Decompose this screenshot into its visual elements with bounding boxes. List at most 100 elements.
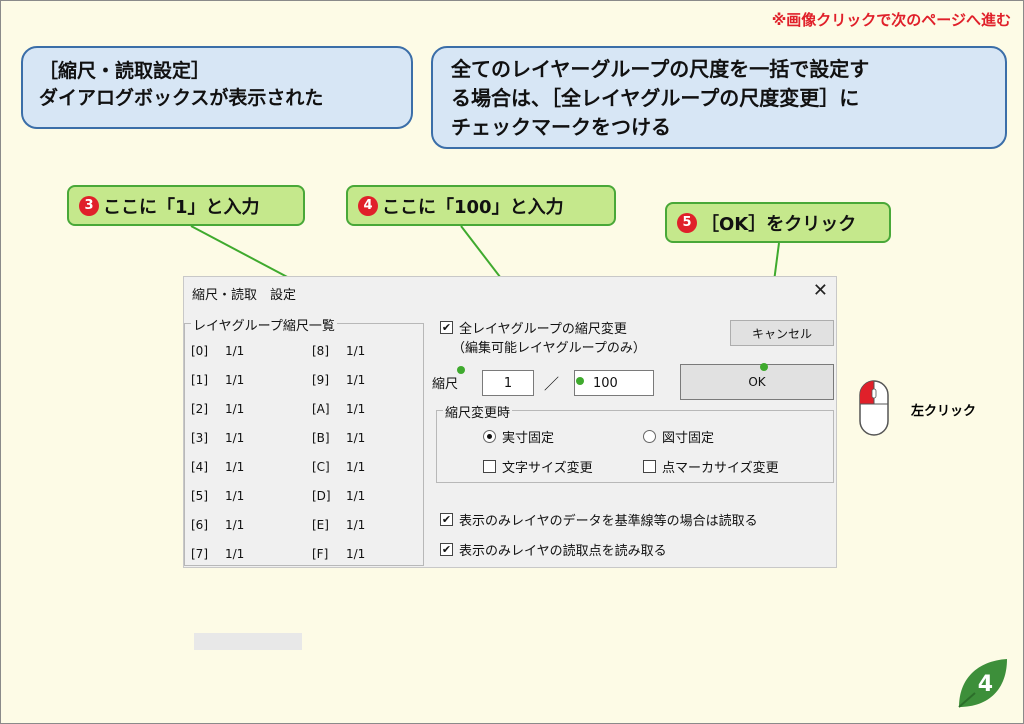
left-click-mouse-icon (859, 380, 889, 436)
bubble-line: チェックマークをつける (451, 115, 671, 139)
list-item: [5]1/1 (191, 489, 244, 518)
list-item: [E] 1/1 (312, 518, 365, 547)
radio-actual-size[interactable]: 実寸固定 (483, 427, 554, 446)
group-tag: [8] (312, 344, 329, 358)
step-number-badge: 5 (677, 212, 697, 233)
read-points-checkbox[interactable]: ✔ 表示のみレイヤの読取点を読み取る (440, 540, 667, 559)
scale-label: 縮尺 (432, 377, 459, 392)
read-display-only-layer-checkbox[interactable]: ✔ 表示のみレイヤのデータを基準線等の場合は読取る (440, 510, 758, 529)
radio-label: 実寸固定 (502, 431, 555, 446)
checkbox-label: 表示のみレイヤの読取点を読み取る (459, 544, 667, 559)
list-item: [7] 1/1 (191, 547, 244, 576)
group-tag: [5] (191, 489, 208, 503)
step-number-badge: 4 (358, 195, 378, 216)
cancel-button[interactable]: キャンセル (730, 320, 834, 346)
group-tag: [D] (312, 489, 331, 503)
list-item: [1] 1/1 (191, 373, 244, 402)
dialog-shown-bubble: ［縮尺・読取設定］ ダイアログボックスが表示された (21, 46, 413, 129)
group-scale: 1/1 (225, 518, 245, 532)
all-group-scale-checkbox[interactable]: ✔ 全レイヤグループの縮尺変更 (440, 318, 627, 337)
callout-step-5: 5 ［OK］をクリック (665, 202, 891, 243)
group-scale: 1/1 (346, 344, 366, 358)
list-column-left: [0]1/1 [1]1/1 [2]1/1 [3]1/1 [4]1/1 [5]1/… (191, 344, 244, 576)
group-tag: [0] (191, 344, 208, 358)
group-tag: [4] (191, 460, 208, 474)
group-scale: 1/1 (225, 373, 245, 387)
group-scale: 1/1 (346, 518, 366, 532)
checkbox-unchecked-icon[interactable] (643, 460, 656, 473)
next-page-note: ※画像クリックで次のページへ進む (771, 11, 1011, 29)
list-column-right: [8]1/1 [9]1/1 [A]1/1 [B]1/1 [C]1/1 [D]1/… (312, 344, 365, 576)
callout-step-3: 3 ここに「1」と入力 (67, 185, 305, 226)
checkbox-unchecked-icon[interactable] (483, 460, 496, 473)
checkbox-checked-icon[interactable]: ✔ (440, 513, 453, 526)
bubble-line: る場合は、［全レイヤグループの尺度変更］に (451, 86, 860, 110)
list-item: [D] 1/1 (312, 489, 365, 518)
layer-group-scale-list: レイヤグループ縮尺一覧 [0]1/1 [1]1/1 [2]1/1 [3]1/1 … (184, 315, 424, 566)
bubble-line: 全てのレイヤーグループの尺度を一括で設定す (451, 57, 870, 81)
group-tag: [1] (191, 373, 208, 387)
marker-size-change-checkbox[interactable]: 点マーカサイズ変更 (643, 457, 779, 476)
group-tag: [C] (312, 460, 330, 474)
numerator-leader-dot (457, 366, 465, 374)
group-tag: [7] (191, 547, 208, 561)
group-scale: 1/1 (225, 344, 245, 358)
callout-text: ここに「100」と入力 (382, 196, 564, 218)
group-title: 縮尺変更時 (443, 402, 513, 421)
ok-leader-dot (760, 363, 768, 371)
placeholder-bar (194, 633, 302, 650)
left-click-label: 左クリック (911, 404, 977, 419)
close-icon[interactable]: ✕ (812, 280, 828, 301)
group-tag: [E] (312, 518, 329, 532)
checkbox-label: 文字サイズ変更 (502, 461, 593, 476)
list-item: [4] 1/1 (191, 460, 244, 489)
group-scale: 1/1 (346, 547, 366, 561)
ok-button[interactable]: OK (680, 364, 834, 400)
checkbox-label: 点マーカサイズ変更 (662, 461, 779, 476)
scale-separator: ／ (544, 375, 560, 393)
bubble-line: ［縮尺・読取設定］ (39, 60, 211, 82)
editable-groups-note: （編集可能レイヤグループのみ） (452, 341, 646, 356)
callout-text: ［OK］をクリック (701, 213, 857, 235)
list-title: レイヤグループ縮尺一覧 (191, 315, 337, 334)
dialog-title: 縮尺・読取 設定 (192, 288, 297, 303)
scale-read-settings-dialog: 縮尺・読取 設定 ✕ レイヤグループ縮尺一覧 [0] 1/1 [1] 1/1 [2]… (183, 276, 837, 568)
checkbox-checked-icon[interactable]: ✔ (440, 321, 453, 334)
list-item: [B]1/1 (312, 431, 365, 460)
list-item: [C] 1/1 (312, 460, 365, 489)
list-item: [F] 1/1 (312, 547, 365, 576)
list-item: [3] 1/1 (191, 431, 244, 460)
scale-numerator-input[interactable]: 1 (482, 370, 534, 396)
group-tag: [B] (312, 431, 330, 445)
list-item: [A]1/1 (312, 402, 365, 431)
page-number: 4 (977, 672, 993, 697)
group-tag: [6] (191, 518, 208, 532)
radio-selected-icon[interactable] (483, 430, 496, 443)
callout-step-4: 4 ここに「100」と入力 (346, 185, 616, 226)
list-item: [9]1/1 (312, 373, 365, 402)
list-item: [0] 1/1 (191, 344, 244, 373)
group-scale: 1/1 (346, 460, 366, 474)
checkbox-label: 表示のみレイヤのデータを基準線等の場合は読取る (459, 514, 758, 529)
group-scale: 1/1 (225, 431, 245, 445)
radio-label: 図寸固定 (662, 431, 715, 446)
step-number-badge: 3 (79, 195, 99, 216)
list-item: [8] 1/1 (312, 344, 365, 373)
group-tag: [3] (191, 431, 208, 445)
group-scale: 1/1 (225, 460, 245, 474)
scale-denominator-input[interactable]: 100 (574, 370, 654, 396)
radio-unselected-icon[interactable] (643, 430, 656, 443)
group-scale: 1/1 (346, 489, 366, 503)
checkbox-checked-icon[interactable]: ✔ (440, 543, 453, 556)
group-tag: [F] (312, 547, 329, 561)
group-scale: 1/1 (225, 402, 245, 416)
group-scale: 1/1 (225, 547, 245, 561)
callout-text: ここに「1」と入力 (103, 196, 260, 218)
text-size-change-checkbox[interactable]: 文字サイズ変更 (483, 457, 593, 476)
group-tag: [2] (191, 402, 208, 416)
instruction-bubble: 全てのレイヤーグループの尺度を一括で設定す る場合は、［全レイヤグループの尺度変… (431, 46, 1007, 149)
group-tag: [A] (312, 402, 330, 416)
radio-drawing-size[interactable]: 図寸固定 (643, 427, 714, 446)
on-scale-change-group: 縮尺変更時 実寸固定 図寸固定 文字サイズ変更 点マーカサイズ変更 (436, 402, 834, 483)
